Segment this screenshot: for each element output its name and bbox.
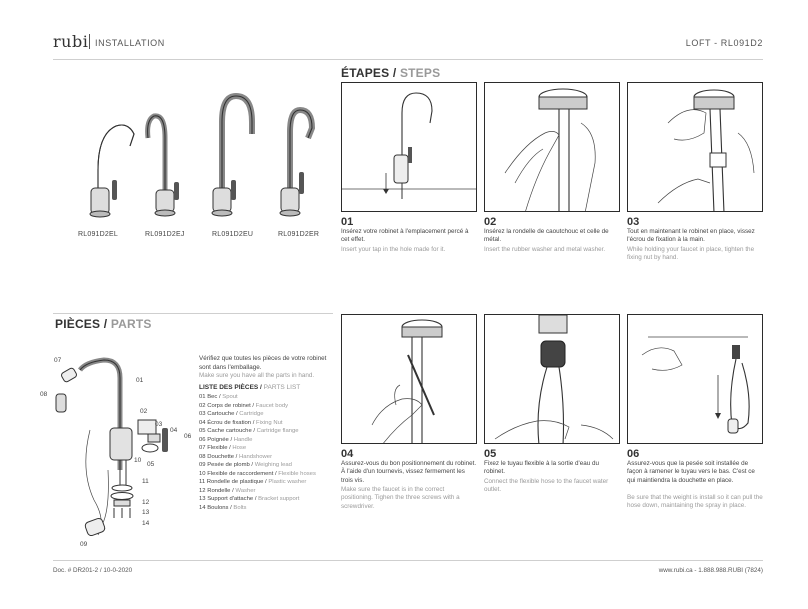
step-06-number: 06 [627,448,640,460]
step-01-text-fr: Insérez votre robinet à l'emplacement pe… [341,228,469,244]
step-03-number: 03 [627,216,640,228]
parts-list-item: 12 Rondelle / Washer [199,487,256,494]
parts-rule [53,313,333,314]
faucet-label-ej: RL091D2EJ [145,231,185,238]
parts-intro-en: Make sure you have all the parts in hand… [199,372,315,379]
step-05-illustration [484,314,620,444]
step-03-illustration [627,82,763,212]
parts-list-title-en: PARTS LIST [263,384,301,391]
parts-list-item: 07 Flexible / Hose [199,445,247,451]
step-04-illustration [341,314,477,444]
callout-05: 05 [147,461,155,468]
callout-04: 04 [170,427,178,434]
step-02-illustration [484,82,620,212]
callout-09: 09 [80,541,88,548]
parts-list-item: 14 Boulons / Bolts [199,504,247,511]
faucet-label-er: RL091D2ER [278,231,320,238]
steps-title-en: STEPS [399,66,441,80]
footer-rule [53,560,763,561]
faucet-label-eu: RL091D2EU [212,231,254,238]
step-02-number: 02 [484,216,497,228]
step-06-text-en: Be sure that the weight is install so it… [627,494,763,510]
parts-list-item: 10 Flexible de raccordement / Flexible h… [199,470,316,477]
parts-list-item: 02 Corps de robinet / Faucet body [199,402,289,409]
parts-list-item: 13 Support d'attache / Bracket support [199,496,300,502]
step-01-illustration [341,82,477,212]
callout-13: 13 [142,509,150,516]
step-04-text-fr: Assurez-vous du bon positionnement du ro… [341,460,477,484]
parts-list-item: 04 Écrou de fixation / Fixing Nut [199,419,283,426]
step-04-text-en: Make sure the faucet is in the correct p… [341,486,460,510]
callout-01: 01 [136,377,144,384]
callout-14: 14 [142,520,150,527]
step-01-text-en: Insert your tap in the hole made for it. [341,246,446,253]
header-rule [53,59,763,60]
header-divider [89,34,90,49]
step-02-text-fr: Insérez la rondelle de caoutchouc et cel… [484,228,609,244]
header-model: LOFT - RL091D2 [685,38,763,48]
callout-07: 07 [54,357,62,364]
faucet-image-ej [145,113,179,217]
callout-10: 10 [134,457,142,464]
steps-title: ÉTAPES / STEPS [341,66,440,80]
step-05-text-fr: Fixez le tuyau flexible à la sortie d'ea… [484,460,599,476]
parts-exploded-diagram [55,357,168,537]
callout-06: 06 [184,433,192,440]
footer-doc-number: Doc. # DR201-2 / 10-0-2020 [53,567,133,574]
callout-08: 08 [40,391,48,398]
faucet-label-el: RL091D2EL [78,231,118,238]
callout-11: 11 [142,478,149,485]
parts-list-title: LISTE DES PIÈCES / PARTS LIST [199,384,300,391]
step-03-text-fr: Tout en maintenant le robinet en place, … [627,228,755,244]
faucet-image-el [89,124,135,218]
parts-list-item: 03 Cartouche / Cartridge [199,411,264,417]
step-06-illustration [627,314,763,444]
parts-list-item: 11 Rondelle de plastique / Plastic washe… [199,479,307,485]
parts-title-fr: PIÈCES / [55,317,108,331]
parts-list-item: 09 Pesée de plomb / Weighing lead [199,462,292,468]
faucet-image-er [279,106,316,217]
parts-title-en: PARTS [110,317,152,331]
parts-list-item: 05 Cache cartouche / Cartridge flange [199,428,299,434]
parts-intro-fr: Vérifiez que toutes les pièces de votre … [199,355,327,371]
step-05-number: 05 [484,448,497,460]
parts-list: 01 Bec / Spout 02 Corps de robinet / Fau… [199,393,316,512]
parts-title: PIÈCES / PARTS [55,317,152,331]
parts-list-title-fr: LISTE DES PIÈCES / [199,384,262,391]
step-04-number: 04 [341,448,354,460]
step-03-text-en: While holding your faucet in place, tigh… [627,246,755,262]
callout-03: 03 [155,421,163,428]
step-02-text-en: Insert the rubber washer and metal washe… [484,246,606,253]
brand-logo: rubi [53,32,89,51]
steps-title-fr: ÉTAPES / [341,66,397,80]
step-01-number: 01 [341,216,354,228]
header-section-title: INSTALLATION [95,38,165,48]
page-header: rubi INSTALLATION LOFT - RL091D2 [53,32,763,56]
footer-contact: www.rubi.ca - 1.888.988.RUBI (7824) [658,567,763,574]
parts-list-item: 06 Poignée / Handle [199,436,253,443]
parts-list-item: 01 Bec / Spout [199,394,238,400]
step-06-text-fr: Assurez-vous que la pesée soit installée… [627,460,755,484]
callout-12: 12 [142,499,150,506]
callout-02: 02 [140,408,148,415]
step-05-text-en: Connect the flexible hose to the faucet … [484,478,609,494]
parts-list-item: 08 Douchette / Handshower [199,453,273,460]
faucet-image-eu [211,92,255,217]
